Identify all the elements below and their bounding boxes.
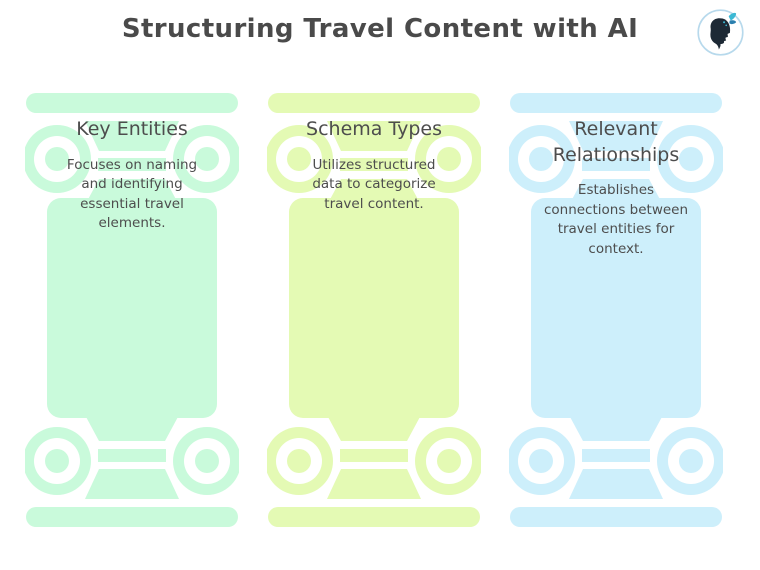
page-title: Structuring Travel Content with AI (121, 14, 639, 44)
card-title: Key Entities (76, 118, 188, 140)
pillar-content: Relevant Relationships Establishes conne… (509, 93, 723, 527)
column-base-icon (25, 415, 239, 527)
column-capital-top-icon (25, 93, 239, 205)
card-description: Establishes connections between travel e… (543, 182, 689, 257)
pillar-shaft (47, 198, 217, 418)
pillar-card-schema-types: Schema Types Utilizes structured data to… (267, 93, 481, 527)
head-butterfly-icon (697, 9, 744, 56)
card-title: Relevant Relationships (552, 118, 680, 166)
column-base-icon (509, 415, 723, 527)
pillar-content: Key Entities Focuses on naming and ident… (25, 93, 239, 527)
column-capital-top-icon (267, 93, 481, 205)
card-description: Utilizes structured data to categorize t… (312, 156, 436, 212)
pillar-card-key-entities: Key Entities Focuses on naming and ident… (25, 93, 239, 527)
brand-logo (697, 9, 744, 56)
card-title: Schema Types (306, 118, 442, 140)
pillar-content: Schema Types Utilizes structured data to… (267, 93, 481, 527)
pillar-shaft (531, 198, 701, 418)
column-base-icon (267, 415, 481, 527)
card-description: Focuses on naming and identifying essent… (66, 156, 198, 232)
pillar-card-relevant-relationships: Relevant Relationships Establishes conne… (509, 93, 723, 527)
pillar-columns: Key Entities Focuses on naming and ident… (25, 93, 723, 527)
pillar-shaft (289, 198, 459, 418)
